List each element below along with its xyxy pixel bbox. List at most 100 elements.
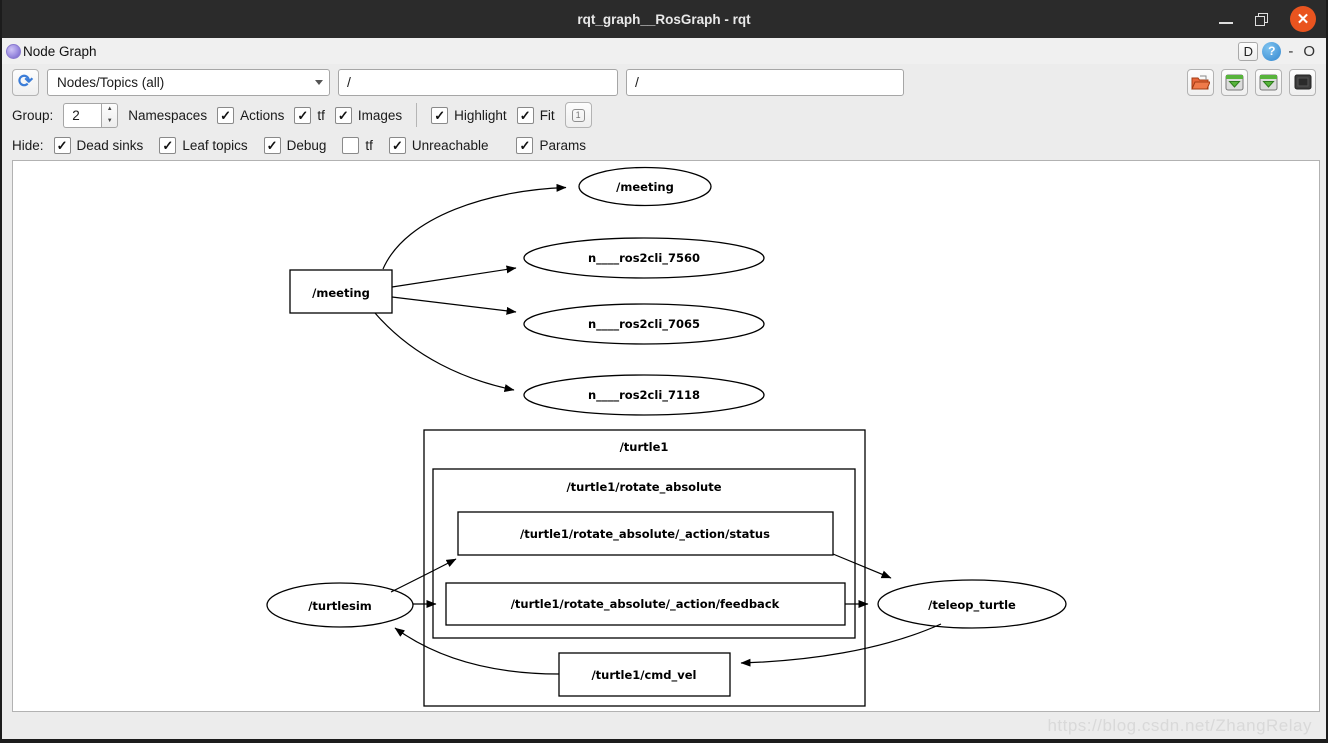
cluster-turtle1-label: /turtle1 [620,440,669,454]
dock-d-button[interactable]: D [1238,41,1259,61]
node-ros2cli-7118-label: n____ros2cli_7118 [588,388,700,403]
topic-cmd-vel[interactable]: /turtle1/cmd_vel [558,652,731,697]
refresh-icon: ⟳ [17,71,34,91]
checkbox-box[interactable]: ✓ [516,136,534,154]
checkbox-box[interactable]: ✓ [53,136,71,154]
checkbox-box[interactable]: ✓ [159,136,177,154]
checkbox-debug[interactable]: ✓ Debug [263,136,327,154]
spinner-up-icon[interactable]: ▲ [106,106,113,113]
window-title: rqt_graph__RosGraph - rqt [577,11,751,27]
checkbox-actions[interactable]: ✓ Actions [217,106,285,124]
checkbox-box[interactable]: ✓ [388,136,406,154]
edge-meeting-to-meeting-topic [382,183,567,270]
topic-meeting[interactable]: /meeting [578,166,712,207]
node-teleop-turtle[interactable]: /teleop_turtle [877,579,1067,629]
dock-float-button[interactable]: O [1303,42,1315,60]
checkbox-box[interactable]: ✓ [217,106,235,124]
checkbox-unreachable[interactable]: ✓ Unreachable [388,136,489,154]
dock-minimize-button[interactable]: - [1288,42,1294,60]
checkbox-images[interactable]: ✓ Images [334,106,403,124]
cluster-rotate-absolute-label: /turtle1/rotate_absolute [566,480,721,495]
checkbox-label: Fit [539,107,555,123]
separator [416,103,418,127]
topic-cmd-vel-label: /turtle1/cmd_vel [591,668,696,683]
node-ros2cli-7118[interactable]: n____ros2cli_7118 [523,374,765,416]
folder-open-icon [1191,75,1210,89]
node-filter-input[interactable]: / [338,68,618,96]
save-dot-button[interactable] [1221,68,1248,96]
checkbox-fit[interactable]: ✓ Fit [516,106,555,124]
checkbox-box[interactable]: ✓ [516,106,534,124]
edge-teleop-to-cmdvel [740,623,942,667]
edge-meeting-to-7560 [391,265,517,288]
fit-one-icon: 1 [571,108,585,122]
topic-feedback[interactable]: /turtle1/rotate_absolute/_action/feedbac… [445,582,846,626]
checkbox-dead-sinks[interactable]: ✓ Dead sinks [53,136,144,154]
toolbar: ⟳ Nodes/Topics (all) / / [2,64,1326,100]
edge-meeting-to-7118 [374,312,515,393]
checkbox-params[interactable]: ✓ Params [516,136,586,154]
footer: https://blog.csdn.net/ZhangRelay [2,713,1326,739]
node-ros2cli-7560[interactable]: n____ros2cli_7560 [523,237,765,279]
cluster-rotate-absolute[interactable]: /turtle1/rotate_absolute [432,468,856,639]
checkbox-label: Images [357,107,403,123]
fit-in-view-button[interactable]: 1 [564,102,592,128]
titlebar[interactable]: rqt_graph__RosGraph - rqt ✕ [2,0,1326,38]
load-dot-button[interactable] [1187,68,1214,96]
screenshot-button[interactable] [1289,68,1316,96]
save-image-icon [1259,74,1278,90]
edge-cmdvel-to-turtlesim [394,627,560,675]
options-row: Group: 2 ▲ ▼ Namespaces ✓ Actions ✓ tf ✓… [2,100,1326,130]
edge-status-to-teleop [832,553,892,579]
cluster-turtle1[interactable]: /turtle1 [423,429,866,707]
spinner-down-icon[interactable]: ▼ [106,117,113,124]
node-turtlesim[interactable]: /turtlesim [266,582,414,628]
ros-plugin-icon [6,43,21,59]
ros-node-graph[interactable]: /turtle1 /turtle1/rotate_absolute /meeti… [13,161,1321,713]
checkbox-leaf-topics[interactable]: ✓ Leaf topics [159,136,248,154]
dock-header: Node Graph D ? - O [2,38,1326,64]
checkbox-tf-show[interactable]: ✓ tf [294,106,325,124]
topic-meeting-label: /meeting [616,180,674,194]
minimize-icon[interactable] [1219,22,1233,24]
graph-type-select[interactable]: Nodes/Topics (all) [47,68,330,96]
hide-row: Hide: ✓ Dead sinks ✓ Leaf topics ✓ Debug… [2,130,1326,160]
save-image-button[interactable] [1255,68,1282,96]
node-turtlesim-label: /turtlesim [308,599,372,613]
checkbox-highlight[interactable]: ✓ Highlight [431,106,507,124]
graph-canvas[interactable]: /turtle1 /turtle1/rotate_absolute /meeti… [12,160,1320,712]
checkbox-label: Highlight [454,107,507,123]
topic-filter-input[interactable]: / [626,68,904,96]
namespaces-label: Namespaces [128,107,208,123]
checkbox-tf-hide[interactable]: tf [342,136,373,154]
topic-feedback-label: /turtle1/rotate_absolute/_action/feedbac… [511,597,780,612]
checkbox-label: Leaf topics [182,137,248,153]
checkbox-label: Unreachable [411,137,489,153]
checkbox-label: Actions [240,107,285,123]
checkbox-box[interactable]: ✓ [263,136,281,154]
node-meeting-label: /meeting [312,286,370,300]
window-controls: ✕ [1219,0,1316,38]
node-ros2cli-7560-label: n____ros2cli_7560 [588,251,700,266]
checkbox-box[interactable]: ✓ [334,106,352,124]
checkbox-box[interactable]: ✓ [294,106,312,124]
close-icon[interactable]: ✕ [1290,6,1316,32]
checkbox-label: tf [365,137,373,153]
topic-status[interactable]: /turtle1/rotate_absolute/_action/status [457,511,834,556]
node-ros2cli-7065[interactable]: n____ros2cli_7065 [523,303,765,345]
group-label: Group: [12,107,54,123]
restore-icon[interactable] [1255,12,1268,26]
help-icon[interactable]: ? [1262,41,1282,61]
node-meeting[interactable]: /meeting [289,269,393,314]
refresh-button[interactable]: ⟳ [12,68,39,96]
group-spinner[interactable]: 2 ▲ ▼ [63,102,119,128]
checkbox-box[interactable]: ✓ [431,106,449,124]
checkbox-label: tf [317,107,325,123]
checkbox-box[interactable] [342,136,360,154]
node-ros2cli-7065-label: n____ros2cli_7065 [588,317,700,332]
dock-title: Node Graph [23,43,97,59]
group-value[interactable]: 2 [63,102,102,128]
checkbox-label: Debug [286,137,327,153]
checkbox-label: Dead sinks [76,137,144,153]
